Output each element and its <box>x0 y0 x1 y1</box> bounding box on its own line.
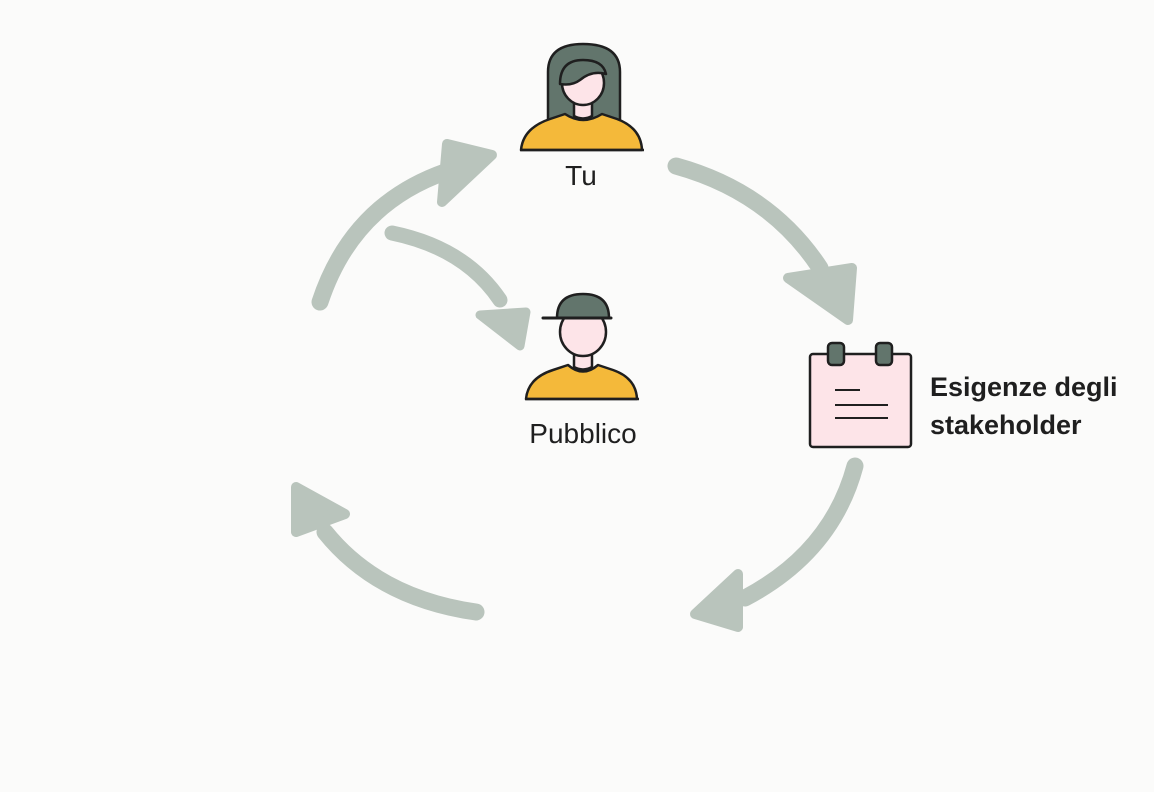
man-cap-avatar-icon <box>524 292 639 401</box>
stakeholder-label: Esigenze degli stakeholder <box>930 368 1118 444</box>
woman-avatar-icon <box>519 42 644 152</box>
arrow-bottom-to-left <box>291 482 485 621</box>
arrow-to-audience <box>384 225 531 351</box>
audience-label: Pubblico <box>529 418 637 449</box>
stakeholder-label-line-2: stakeholder <box>930 410 1082 440</box>
arrow-left-to-you <box>311 139 497 311</box>
stakeholder-label-line-1: Esigenze degli <box>930 372 1118 402</box>
notepad-icon <box>808 341 913 449</box>
arrow-stakeholder-to-bottom <box>690 457 864 632</box>
you-label: Tu <box>565 160 597 191</box>
arrow-you-to-stakeholder <box>667 157 857 325</box>
